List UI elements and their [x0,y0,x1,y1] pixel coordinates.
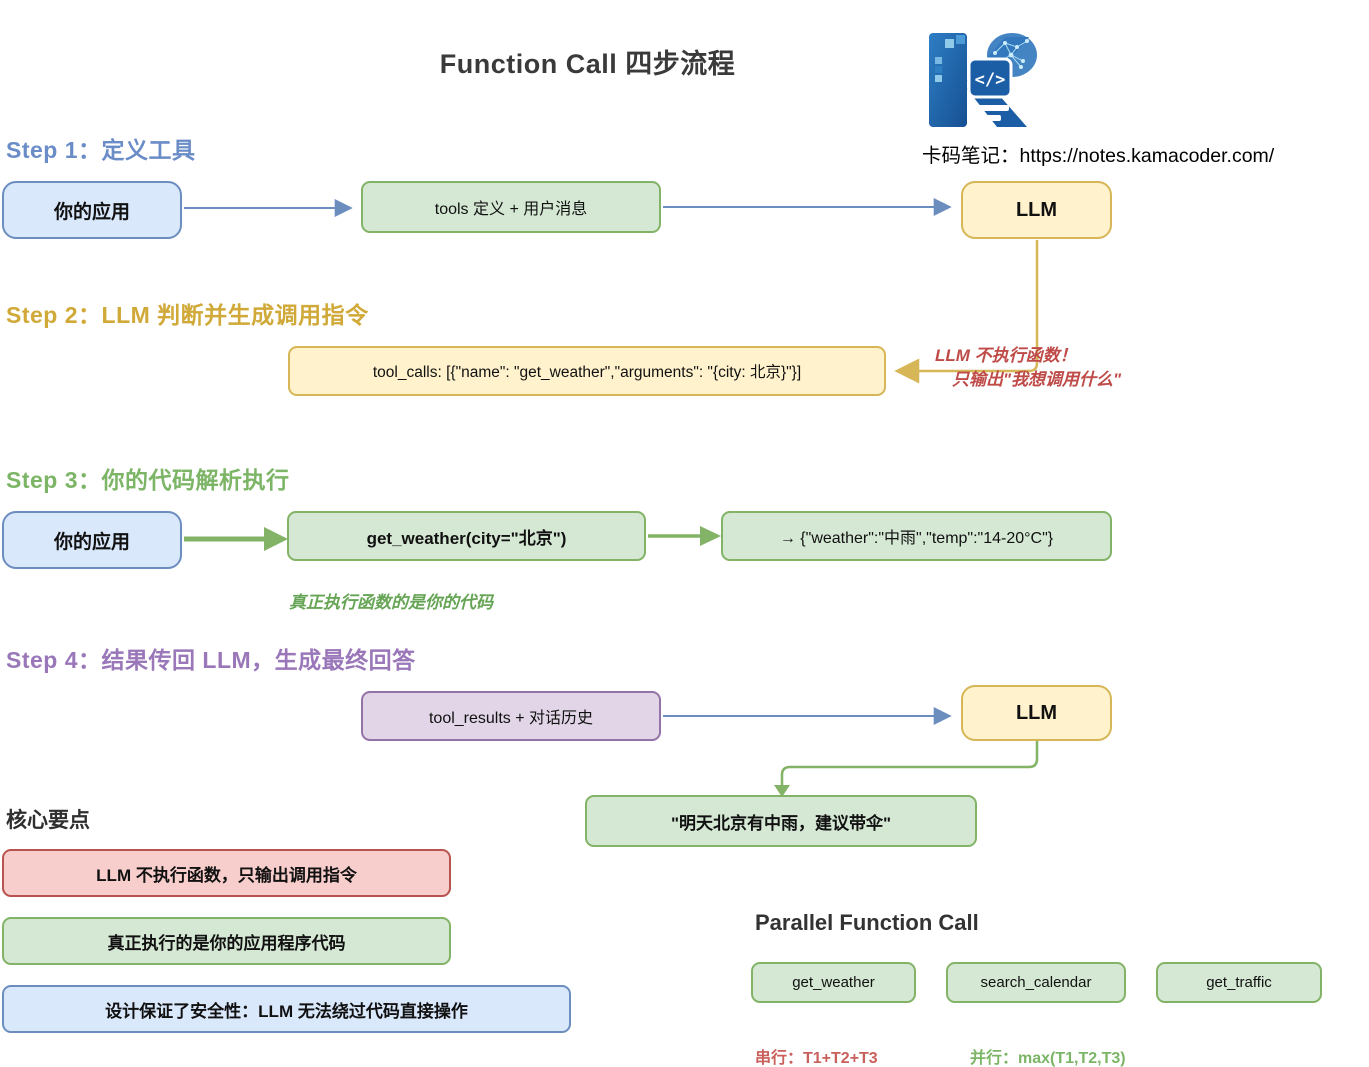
step4-heading: Step 4：结果传回 LLM，生成最终回答 [6,647,416,673]
step3-app-box: 你的应用 [2,511,182,569]
step1-app-box: 你的应用 [2,181,182,239]
key-point-security: 设计保证了安全性：LLM 无法绕过代码直接操作 [2,985,571,1033]
step4-results-box: tool_results + 对话历史 [361,691,661,741]
key-points-heading: 核心要点 [6,809,90,832]
parallel-time-label: 并行：max(T1,T2,T3) [970,1050,1126,1067]
step4-answer-box: "明天北京有中雨，建议带伞" [585,795,977,847]
kamacoder-logo: </> [925,23,1038,136]
parallel-fn-get-weather: get_weather [751,962,916,1003]
parallel-heading: Parallel Function Call [755,910,979,935]
step1-heading: Step 1：定义工具 [6,137,196,163]
step2-warning-note: LLM 不执行函数！ 只输出"我想调用什么" [935,344,1121,392]
step2-warning-line1: LLM 不执行函数！ [935,346,1077,365]
parallel-fn-get-traffic: get_traffic [1156,962,1322,1003]
parallel-fn-search-calendar: search_calendar [946,962,1126,1003]
step2-heading: Step 2：LLM 判断并生成调用指令 [6,302,369,328]
step2-warning-line2: 只输出"我想调用什么" [952,370,1122,389]
page-title: Function Call 四步流程 [439,49,736,79]
step3-heading: Step 3：你的代码解析执行 [6,467,290,493]
step2-tool-calls-box: tool_calls: [{"name": "get_weather","arg… [288,346,886,396]
step4-llm-box: LLM [961,685,1112,741]
brand-caption: 卡码笔记：https://notes.kamacoder.com/ [922,145,1275,167]
step1-llm-box: LLM [961,181,1112,239]
serial-time-label: 串行：T1+T2+T3 [755,1050,878,1067]
key-point-llm-no-exec: LLM 不执行函数，只输出调用指令 [2,849,451,897]
step3-result-box: → {"weather":"中雨","temp":"14-20°C"} [721,511,1112,561]
kamacoder-logo-image: </> [929,33,1037,127]
step3-call-box: get_weather(city="北京") [287,511,646,561]
key-point-your-code-executes: 真正执行的是你的应用程序代码 [2,917,451,965]
code-brackets-glyph: </> [975,70,1006,90]
step1-tools-box: tools 定义 + 用户消息 [361,181,661,233]
step3-note: 真正执行函数的是你的代码 [289,593,493,612]
